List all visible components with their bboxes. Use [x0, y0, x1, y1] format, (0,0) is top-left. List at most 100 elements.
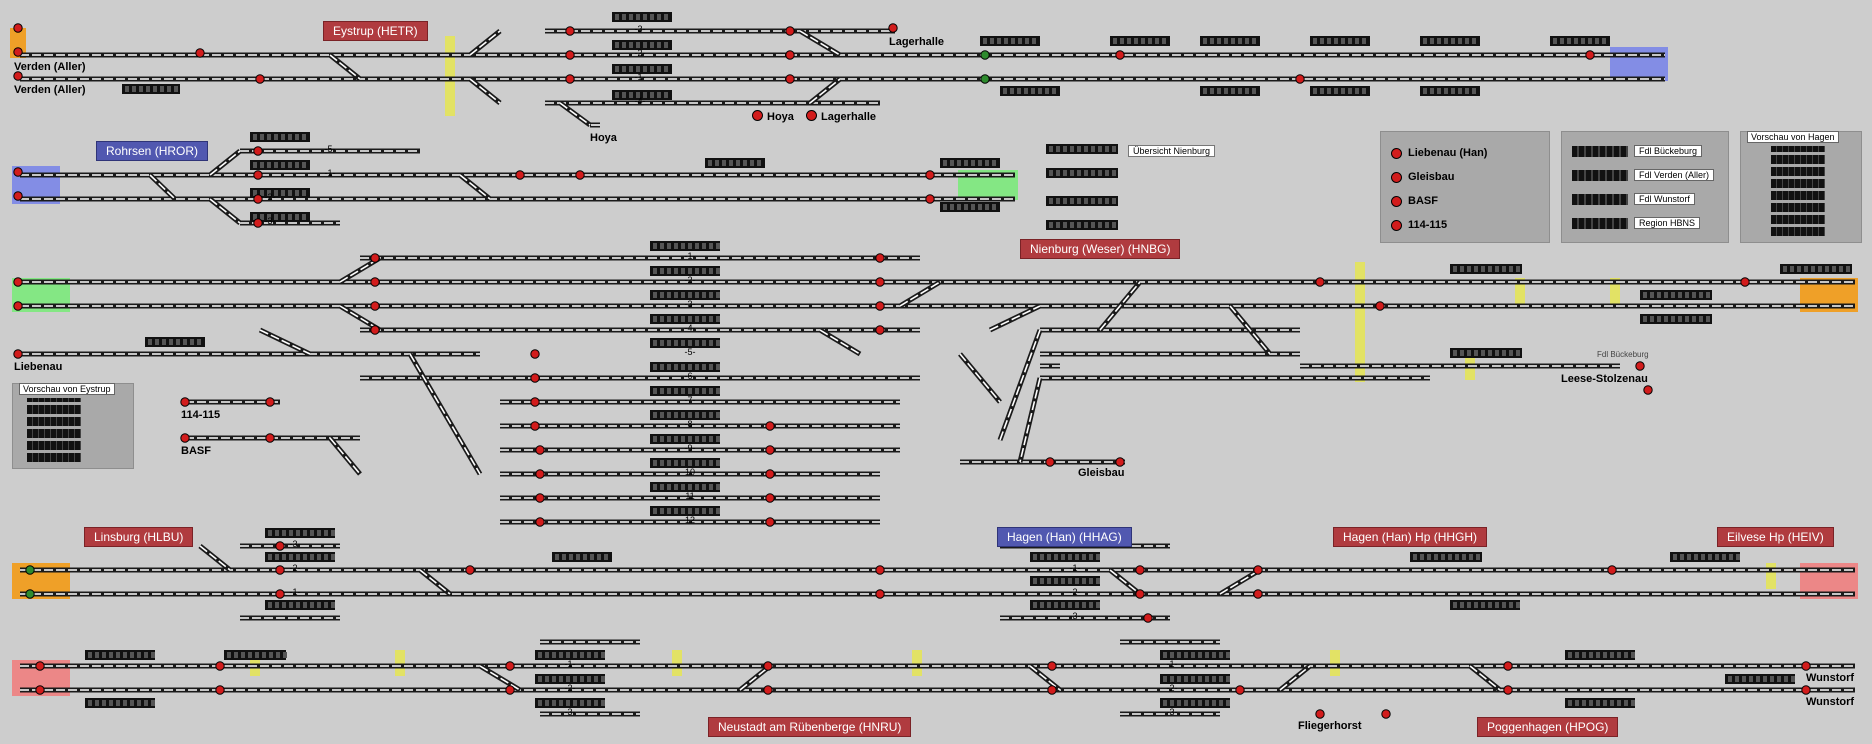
block-cell [674, 364, 678, 370]
overview-nienburg-label[interactable]: Übersicht Nienburg [1128, 145, 1216, 157]
block-cell [757, 160, 761, 166]
destination-row[interactable]: Liebenau (Han) [1391, 145, 1487, 161]
block-cell [629, 66, 633, 72]
block-cell [288, 134, 292, 140]
block-cell [709, 436, 713, 442]
block-cell [681, 508, 685, 514]
block-cell [653, 340, 657, 346]
endpoint-fliegerhorst[interactable]: Fliegerhorst [1298, 720, 1362, 732]
block-cell [281, 162, 285, 168]
block-cell [1784, 676, 1788, 682]
endpoint-114-115[interactable]: 114-115 [181, 409, 221, 421]
endpoint-hoya-mid[interactable]: Hoya [752, 110, 794, 123]
block-cell [688, 340, 692, 346]
block-cell [1509, 350, 1513, 356]
block-cell [716, 268, 720, 274]
block-cell [636, 42, 640, 48]
preview-hagen-panel: Vorschau von Hagen [1740, 131, 1862, 243]
block-indicator [940, 158, 1000, 168]
station-label-nienburg[interactable]: Nienburg (Weser) (HNBG) [1020, 239, 1181, 259]
fdl-row[interactable]: Fdl Wunstorf [1572, 191, 1695, 207]
signal-icon [765, 445, 775, 455]
block-cell [943, 160, 947, 166]
block-cell [1096, 602, 1100, 608]
block-cell [950, 160, 954, 166]
destination-row[interactable]: BASF [1391, 193, 1438, 209]
endpoint-wunstorf-2[interactable]: Wunstorf [1806, 696, 1855, 708]
block-cell [716, 364, 720, 370]
block-cell [1049, 146, 1053, 152]
endpoint-lagerhalle-mid[interactable]: Lagerhalle [806, 110, 876, 123]
station-label-hagen[interactable]: Hagen (Han) (HHAG) [997, 527, 1132, 547]
endpoint-basf[interactable]: BASF [181, 445, 211, 457]
block-cell [1488, 266, 1492, 272]
block-cell [1708, 554, 1712, 560]
block-cell [688, 436, 692, 442]
block-indicator [612, 90, 672, 100]
track-number-label: -1- [685, 251, 696, 261]
signal-icon[interactable] [752, 110, 763, 121]
station-label-neustadt[interactable]: Neustadt am Rübenberge (HNRU) [708, 717, 912, 737]
track-highlight [395, 650, 405, 676]
endpoint-liebenau[interactable]: Liebenau [14, 361, 63, 373]
station-label-eystrup[interactable]: Eystrup (HETR) [323, 21, 428, 41]
block-cell [688, 388, 692, 394]
track-highlight [912, 650, 922, 676]
block-cell [248, 652, 252, 658]
endpoint-verden-2[interactable]: Verden (Aller) [14, 84, 86, 96]
block-cell [594, 652, 598, 658]
block-cell [1075, 602, 1079, 608]
endpoint-verden-1[interactable]: Verden (Aller) [14, 61, 86, 73]
block-cell [1589, 700, 1593, 706]
block-cell [1631, 652, 1635, 658]
block-cell [1070, 222, 1074, 228]
block-cell [559, 652, 563, 658]
station-label-hagen-hp[interactable]: Hagen (Han) Hp (HHGH) [1333, 527, 1488, 547]
block-cell [716, 243, 720, 249]
track-highlight [1515, 278, 1525, 304]
destination-row[interactable]: Gleisbau [1391, 169, 1454, 185]
block-indicator [250, 188, 310, 198]
station-label-poggenhagen[interactable]: Poggenhagen (HPOG) [1477, 717, 1619, 737]
block-cell [985, 204, 989, 210]
station-label-linsburg[interactable]: Linsburg (HLBU) [84, 527, 194, 547]
block-cell [580, 700, 584, 706]
endpoint-lagerhalle-top[interactable]: Lagerhalle [889, 36, 945, 48]
signal-icon[interactable] [806, 110, 817, 121]
block-cell [281, 134, 285, 140]
endpoint-leese-stolzenau[interactable]: Leese-Stolzenau [1561, 373, 1648, 385]
block-cell [1219, 652, 1223, 658]
block-cell [552, 676, 556, 682]
destination-row[interactable]: 114-115 [1391, 217, 1447, 233]
fdl-row[interactable]: Fdl Verden (Aller) [1572, 167, 1715, 183]
endpoint-wunstorf-1[interactable]: Wunstorf [1806, 672, 1855, 684]
block-cell [636, 92, 640, 98]
endpoint-hoya[interactable]: Hoya [590, 132, 617, 144]
block-indicator [1640, 314, 1712, 324]
block-cell [1170, 700, 1174, 706]
block-cell [289, 554, 293, 560]
block-cell [1075, 554, 1079, 560]
fdl-row[interactable]: Fdl Bückeburg [1572, 143, 1703, 159]
station-label-eilvese[interactable]: Eilvese Hp (HEIV) [1717, 527, 1834, 547]
block-cell [702, 364, 706, 370]
track-segment [459, 174, 491, 200]
block-cell [1355, 88, 1359, 94]
block-cell [260, 162, 264, 168]
block-cell [303, 554, 307, 560]
block-cell [288, 214, 292, 220]
block-cell [109, 652, 113, 658]
block-cell [716, 292, 720, 298]
block-cell [1226, 652, 1230, 658]
endpoint-gleisbau[interactable]: Gleisbau [1078, 467, 1125, 479]
block-cell [1082, 602, 1086, 608]
block-cell [660, 460, 664, 466]
block-cell [282, 530, 286, 536]
block-cell [1033, 578, 1037, 584]
block-cell [1047, 578, 1051, 584]
fdl-row[interactable]: Region HBNS [1572, 215, 1701, 231]
block-cell [653, 484, 657, 490]
track-highlight [1766, 563, 1776, 589]
station-label-rohrsen[interactable]: Rohrsen (HROR) [96, 141, 209, 161]
block-cell [1327, 38, 1331, 44]
